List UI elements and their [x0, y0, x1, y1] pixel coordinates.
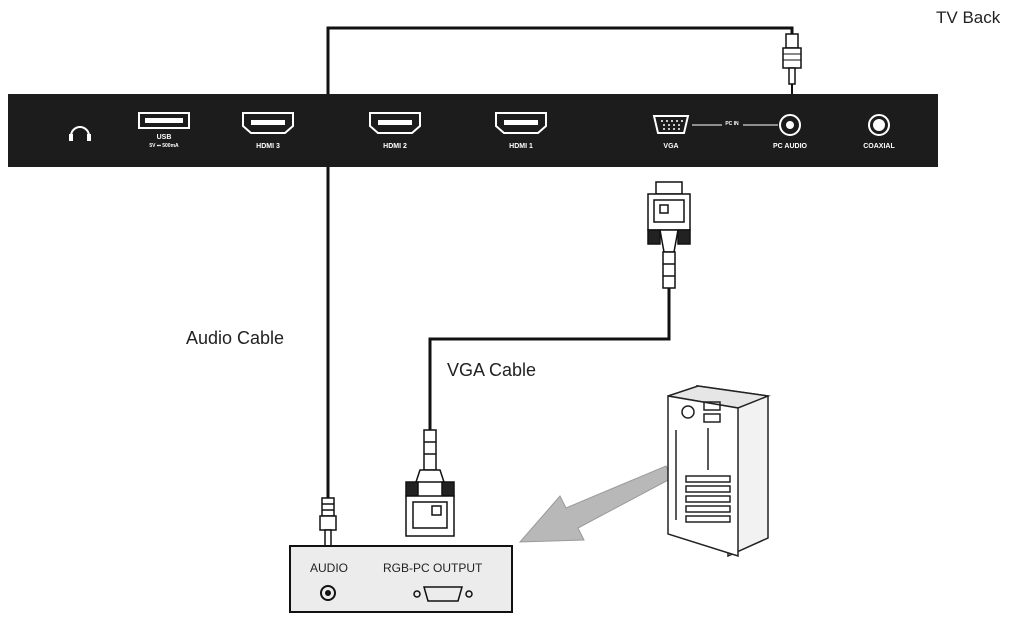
audio-plug-pc [319, 497, 337, 547]
audio-plug-tv [782, 33, 802, 94]
arrow-icon [518, 465, 673, 543]
rgb-pc-output-label: RGB-PC OUTPUT [383, 561, 483, 575]
coaxial-jack [868, 114, 890, 136]
vga-label: VGA [663, 143, 679, 150]
vga-plug-tv [647, 181, 691, 289]
coaxial-label: COAXIAL [863, 143, 895, 150]
usb-port [138, 112, 190, 129]
audio-cable-label: Audio Cable [186, 328, 285, 348]
usb-label: USB [156, 134, 172, 141]
tv-back-panel [8, 94, 938, 167]
hdmi1-label: HDMI 1 [509, 143, 533, 150]
headphone-icon [69, 126, 91, 141]
hdmi2-label: HDMI 2 [383, 143, 407, 150]
vga-cable-label: VGA Cable [447, 360, 537, 380]
computer-tower-icon [667, 384, 771, 558]
hdmi1-port [495, 112, 547, 134]
pc-output-box [289, 545, 513, 613]
pc-audio-jack [779, 114, 801, 136]
hdmi2-port [369, 112, 421, 134]
tv-back-label: TV Back [936, 8, 1001, 27]
audio-out-jack [320, 585, 336, 601]
pc-in-label: PC IN [725, 121, 739, 127]
pc-audio-label: PC AUDIO [773, 143, 807, 150]
audio-cable [326, 26, 794, 498]
hdmi3-port [242, 112, 294, 134]
vga-plug-pc [405, 429, 455, 537]
audio-output-label: AUDIO [310, 561, 349, 575]
rgb-pc-output-port [413, 586, 473, 602]
vga-cable [428, 288, 671, 430]
vga-port [652, 115, 690, 134]
hdmi3-label: HDMI 3 [256, 143, 280, 150]
usb-spec-label: 5V ⎓ 500mA [149, 143, 179, 149]
